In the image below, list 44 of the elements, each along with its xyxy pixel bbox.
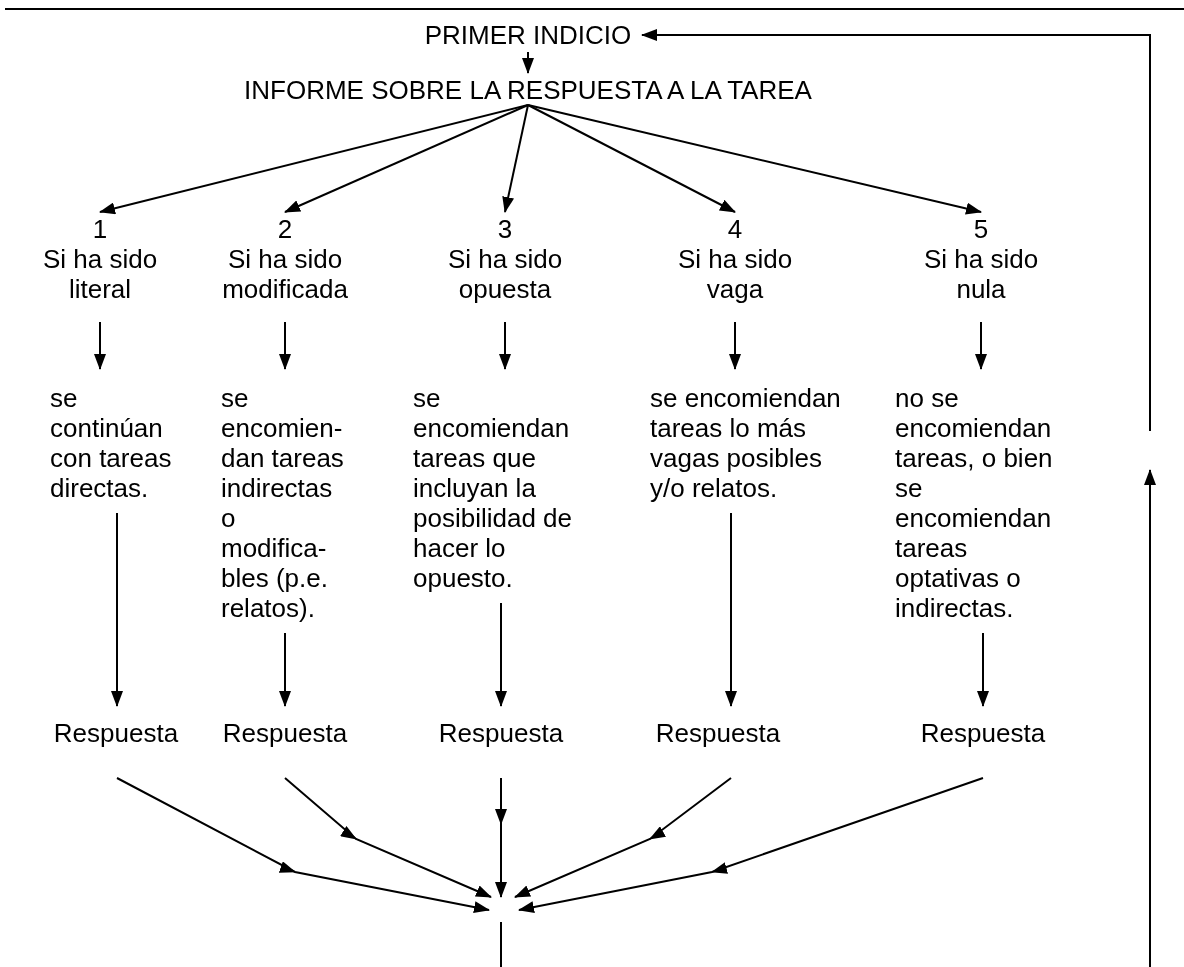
arrow xyxy=(975,321,987,370)
response-text: Respuesta xyxy=(436,718,566,748)
case-number: 5 xyxy=(972,214,990,244)
arrow xyxy=(279,321,291,370)
arrow xyxy=(641,29,1151,432)
action-text: se encomiendan tareas lo más vagas posibles y/o relatos. xyxy=(650,383,846,503)
case-number: 4 xyxy=(726,214,744,244)
response-text: Respuesta xyxy=(220,718,350,748)
case-label: Si ha sido modificada xyxy=(221,244,349,304)
arrow xyxy=(725,512,737,707)
action-text: se encomiendan tareas que incluyan la posibilidad de hacer lo opuesto. xyxy=(413,383,585,593)
arrow xyxy=(527,104,982,215)
arrow xyxy=(99,104,529,215)
action-text: se continúan con tareas directas. xyxy=(50,383,182,503)
arrow xyxy=(729,321,741,370)
arrow xyxy=(495,602,507,707)
case-number: 3 xyxy=(496,214,514,244)
case-number: 1 xyxy=(91,214,109,244)
arrow xyxy=(502,104,529,213)
response-text: Respuesta xyxy=(51,718,181,748)
arrow xyxy=(111,512,123,707)
response-text: Respuesta xyxy=(918,718,1048,748)
arrow xyxy=(284,104,529,213)
arrow xyxy=(495,777,507,898)
arrow xyxy=(977,632,989,707)
response-text: Respuesta xyxy=(653,718,783,748)
case-label: Si ha sido nula xyxy=(922,244,1040,304)
arrow xyxy=(116,777,490,913)
arrow xyxy=(522,51,534,74)
arrow xyxy=(284,777,492,898)
arrow xyxy=(94,321,106,370)
arrow xyxy=(514,777,732,898)
arrow xyxy=(499,321,511,370)
arrow xyxy=(527,104,736,213)
arrow xyxy=(518,777,984,913)
case-label: Si ha sido opuesta xyxy=(446,244,564,304)
case-number: 2 xyxy=(276,214,294,244)
arrow xyxy=(279,632,291,707)
case-label: Si ha sido vaga xyxy=(676,244,794,304)
case-label: Si ha sido literal xyxy=(41,244,159,304)
step-text: PRIMER INDICIO xyxy=(418,20,638,50)
action-text: no se encomiendan tareas, o bien se encomiendan tareas optativas o indirectas. xyxy=(895,383,1065,623)
step-text: INFORME SOBRE LA RESPUESTA A LA TAREA xyxy=(228,75,828,105)
action-text: se encomien-dan tareas indirectas o modifica-bles (p.e. relatos). xyxy=(221,383,346,623)
